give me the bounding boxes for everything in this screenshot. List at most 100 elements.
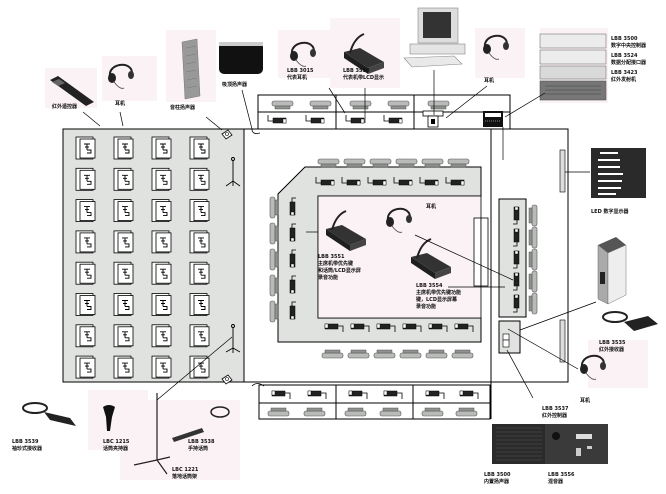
audience-seat — [75, 167, 96, 191]
conference-seat — [269, 222, 279, 245]
display-strip — [559, 149, 566, 193]
audience-seat — [113, 136, 134, 160]
audience-seat — [75, 199, 96, 223]
booth-mic — [345, 114, 365, 124]
audience-seat — [189, 355, 210, 379]
audience-seat — [113, 261, 134, 285]
audience-seat — [151, 293, 172, 316]
audience-seat — [151, 230, 172, 254]
speaker-unit-icon — [492, 424, 608, 464]
booth-mic — [271, 390, 291, 400]
receiver-icon — [22, 402, 76, 426]
conference-seat — [528, 292, 538, 315]
label-ceiling-speaker: 吸顶扬声器 — [222, 82, 248, 88]
audience-seat — [113, 293, 134, 316]
conference-seat — [451, 349, 474, 359]
top-booths — [257, 94, 511, 130]
booth-seat — [271, 100, 294, 110]
conference-seat — [528, 270, 538, 293]
conference-seat — [269, 248, 279, 271]
booth-mic — [307, 390, 327, 400]
table-inner — [317, 195, 482, 319]
conference-seat — [343, 158, 366, 168]
screen-panel — [473, 217, 482, 287]
conference-seat — [528, 204, 538, 227]
audience-seat — [189, 136, 210, 160]
label-remote: 红外遥控器 — [52, 104, 78, 110]
booth-mic — [459, 390, 479, 400]
booth-seat — [309, 100, 332, 110]
conference-seat — [373, 349, 396, 359]
rack-equipment-icon — [539, 33, 607, 101]
door-arc — [251, 128, 261, 134]
conference-seat — [317, 158, 340, 168]
conference-seat — [425, 349, 448, 359]
conference-seat — [421, 158, 444, 168]
right-delegate-table — [498, 198, 527, 318]
label-headphone-top-right: 耳机 — [484, 78, 495, 84]
receiver-icon — [602, 311, 658, 331]
booth-seat — [387, 100, 410, 110]
conference-seat — [369, 158, 392, 168]
conference-seat — [528, 226, 538, 249]
audience-seat — [75, 324, 96, 348]
audience-seat — [113, 199, 134, 223]
audience-seat — [151, 167, 172, 191]
ceiling-speaker-icon — [219, 42, 263, 74]
audience-seat — [75, 230, 96, 254]
right-control-box — [498, 320, 521, 354]
audience-seat — [189, 293, 210, 316]
booth-mic — [383, 390, 403, 400]
audience-seat — [151, 324, 172, 348]
audience-seat — [151, 199, 172, 223]
audience-seat — [189, 199, 210, 223]
audience-seat — [75, 355, 96, 379]
booth-mic — [348, 390, 368, 400]
door-arc — [251, 383, 265, 387]
audience-seat — [75, 293, 96, 316]
audience-seat — [113, 355, 134, 379]
audience-seat — [113, 167, 134, 191]
booth-mic — [305, 114, 325, 124]
audience-seat — [189, 261, 210, 285]
label-column-speaker: 音柱扬声器 — [170, 105, 196, 111]
label-headphone-center: 耳机 — [426, 204, 437, 210]
booth-seat — [379, 407, 402, 417]
booth-seat — [349, 100, 372, 110]
label-headphone-top-left: 耳机 — [115, 101, 126, 107]
display-board-icon — [591, 148, 646, 198]
computer-icon — [403, 7, 466, 68]
mic-stand-marker — [225, 324, 241, 353]
mic-stand-marker — [225, 157, 241, 187]
lectern-icon — [597, 237, 627, 305]
booth-seat — [267, 407, 290, 417]
control-unit — [502, 333, 510, 341]
booth-seat — [455, 407, 478, 417]
label-headphone-right: 耳机 — [580, 398, 591, 404]
bottom-booths — [258, 384, 491, 420]
control-unit-base — [502, 339, 510, 348]
mic-clip-icon — [103, 405, 115, 431]
audience-seat — [113, 324, 134, 348]
booth-seat — [421, 407, 444, 417]
booth-mic — [267, 114, 287, 124]
conference-seat — [395, 158, 418, 168]
audience-seat — [189, 230, 210, 254]
booth-mic — [425, 390, 445, 400]
audience-seat — [151, 355, 172, 379]
booth-seat — [427, 100, 450, 110]
conference-seat — [399, 349, 422, 359]
booth-seat — [303, 407, 326, 417]
audience-seat — [189, 324, 210, 348]
ceiling-speaker-marker — [221, 374, 233, 385]
